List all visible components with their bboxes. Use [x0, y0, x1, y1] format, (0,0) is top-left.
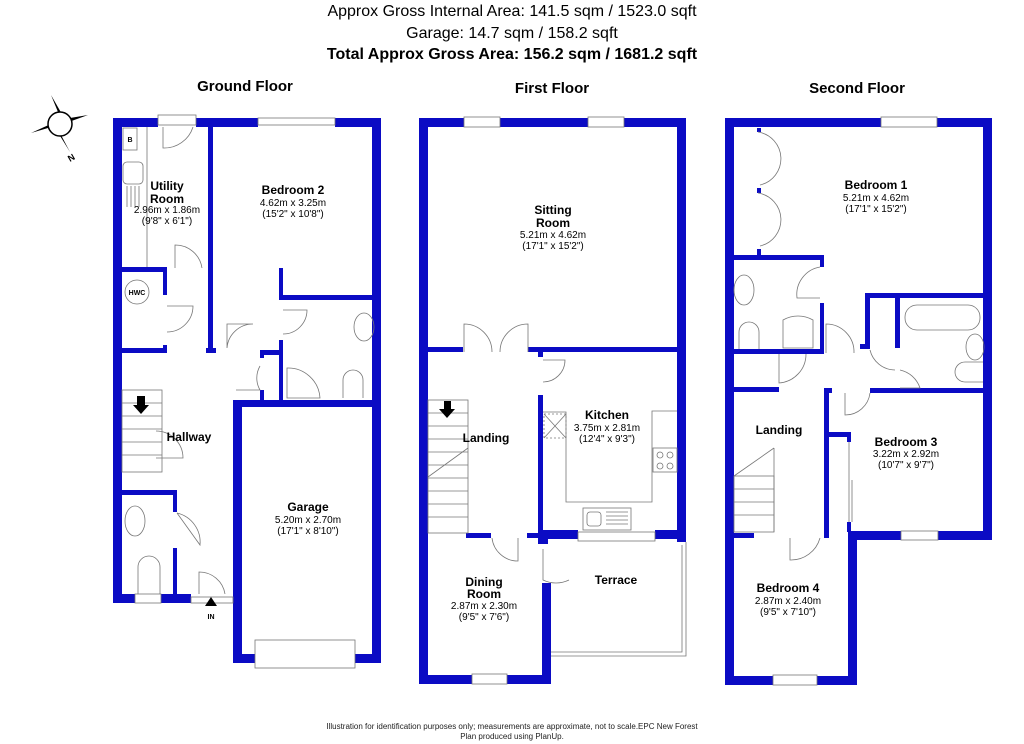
second-floor-title: Second Floor	[809, 80, 905, 97]
disclaimer: Illustration for identification purposes…	[0, 722, 1024, 742]
room-label-text: (15'2" x 10'8")	[262, 209, 324, 220]
room-label-text: (17'1" x 8'10")	[277, 526, 339, 537]
room-label-text: (12'4" x 9'3")	[579, 434, 635, 445]
second-floor-plan: Bedroom 1 5.21m x 4.62m (17'1" x 15'2") …	[725, 116, 992, 686]
total-gross-area: Total Approx Gross Area: 156.2 sqm / 168…	[326, 46, 698, 63]
room-bedroom3-name: Bedroom 3	[875, 435, 938, 449]
room-bedroom1-name: Bedroom 1	[845, 178, 908, 192]
room-label-text: 3.75m x 2.81m	[574, 423, 640, 434]
ground-floor-plan: B HWC IN Utility Room 2.96m x 1.86m (9'8…	[113, 114, 381, 669]
room-kitchen-name: Kitchen	[585, 408, 629, 422]
room-label-text: Room	[467, 587, 501, 601]
room-label-text: Room	[150, 192, 184, 206]
room-landing-name: Landing	[463, 431, 510, 445]
hwc-label: HWC	[129, 290, 146, 297]
room-hallway-name: Hallway	[167, 430, 212, 444]
room-label-text: 2.87m x 2.30m	[451, 601, 517, 612]
disclaimer-line-1: Illustration for identification purposes…	[326, 722, 698, 731]
room-landing-name: Landing	[756, 423, 803, 437]
compass-icon: N	[31, 95, 88, 164]
room-label-text: 5.21m x 4.62m	[520, 230, 586, 241]
room-bedroom4-name: Bedroom 4	[757, 581, 820, 595]
garage-area: Garage: 14.7 sqm / 158.2 sqft	[406, 25, 618, 42]
gross-internal-area: Approx Gross Internal Area: 141.5 sqm / …	[327, 3, 697, 20]
first-floor-plan: Sitting Room 5.21m x 4.62m (17'1" x 15'2…	[419, 116, 687, 685]
room-dining-room-name: Dining	[465, 575, 502, 589]
room-label-text: 2.87m x 2.40m	[755, 596, 821, 607]
first-floor-title: First Floor	[514, 80, 590, 97]
room-terrace-name: Terrace	[595, 573, 638, 587]
stairs-down-arrow-icon	[133, 396, 149, 414]
stairs-down-arrow-icon	[439, 401, 455, 418]
boiler-label: B	[127, 137, 132, 144]
room-label-text: 5.20m x 2.70m	[275, 515, 341, 526]
entrance-arrow-icon	[205, 597, 217, 606]
disclaimer-line-2: Plan produced using PlanUp.	[460, 732, 564, 741]
ground-floor-title: Ground Floor	[197, 78, 293, 95]
entrance-label: IN	[208, 614, 215, 621]
room-label-text: (9'5" x 7'10")	[760, 607, 816, 618]
compass-north-label: N	[66, 152, 77, 164]
room-utility-name: Utility	[150, 179, 184, 193]
room-label-text: (9'5" x 7'6")	[459, 612, 509, 623]
room-garage-name: Garage	[287, 500, 329, 514]
room-label-text: (17'1" x 15'2")	[522, 241, 584, 252]
room-label-text: (9'8" x 6'1")	[142, 216, 192, 227]
room-label-text: 3.22m x 2.92m	[873, 449, 939, 460]
room-sitting-room-name: Sitting	[534, 203, 571, 217]
room-label-text: 4.62m x 3.25m	[260, 198, 326, 209]
room-label-text: (17'1" x 15'2")	[845, 204, 907, 215]
room-label-text: 5.21m x 4.62m	[843, 193, 909, 204]
room-label-text: 2.96m x 1.86m	[134, 205, 200, 216]
room-label-text: (10'7" x 9'7")	[878, 460, 934, 471]
room-bedroom2-name: Bedroom 2	[262, 183, 325, 197]
room-label-text: Room	[536, 216, 570, 230]
